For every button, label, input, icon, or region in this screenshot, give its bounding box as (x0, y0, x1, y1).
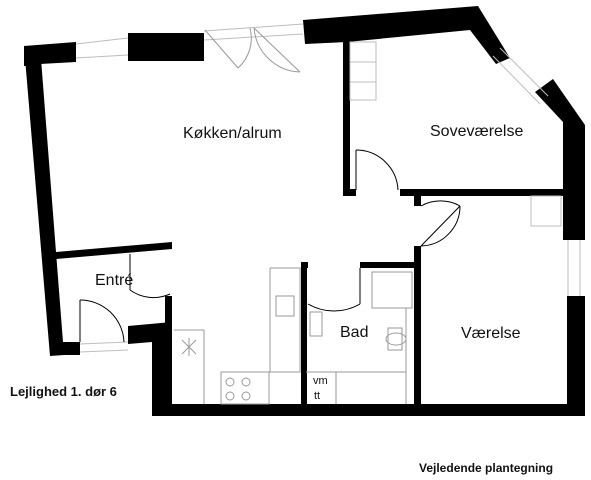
windows (75, 23, 581, 353)
bedroom-label: Soveværelse (430, 123, 523, 140)
bath-label: Bad (340, 324, 368, 341)
kitchen-label: Køkken/alrum (183, 125, 282, 142)
left-wall (24, 46, 64, 356)
fixtures (174, 41, 562, 405)
plan-note: Vejledende plantegning (419, 461, 554, 475)
interior-walls (56, 40, 567, 406)
vm-label: vm (313, 375, 328, 387)
entry-label: Entré (95, 272, 133, 289)
apartment-label: Lejlighed 1. dør 6 (10, 384, 117, 399)
room-label: Værelse (461, 325, 521, 342)
exterior-walls (24, 6, 585, 416)
doors (79, 27, 461, 343)
tt-label: tt (314, 390, 320, 402)
